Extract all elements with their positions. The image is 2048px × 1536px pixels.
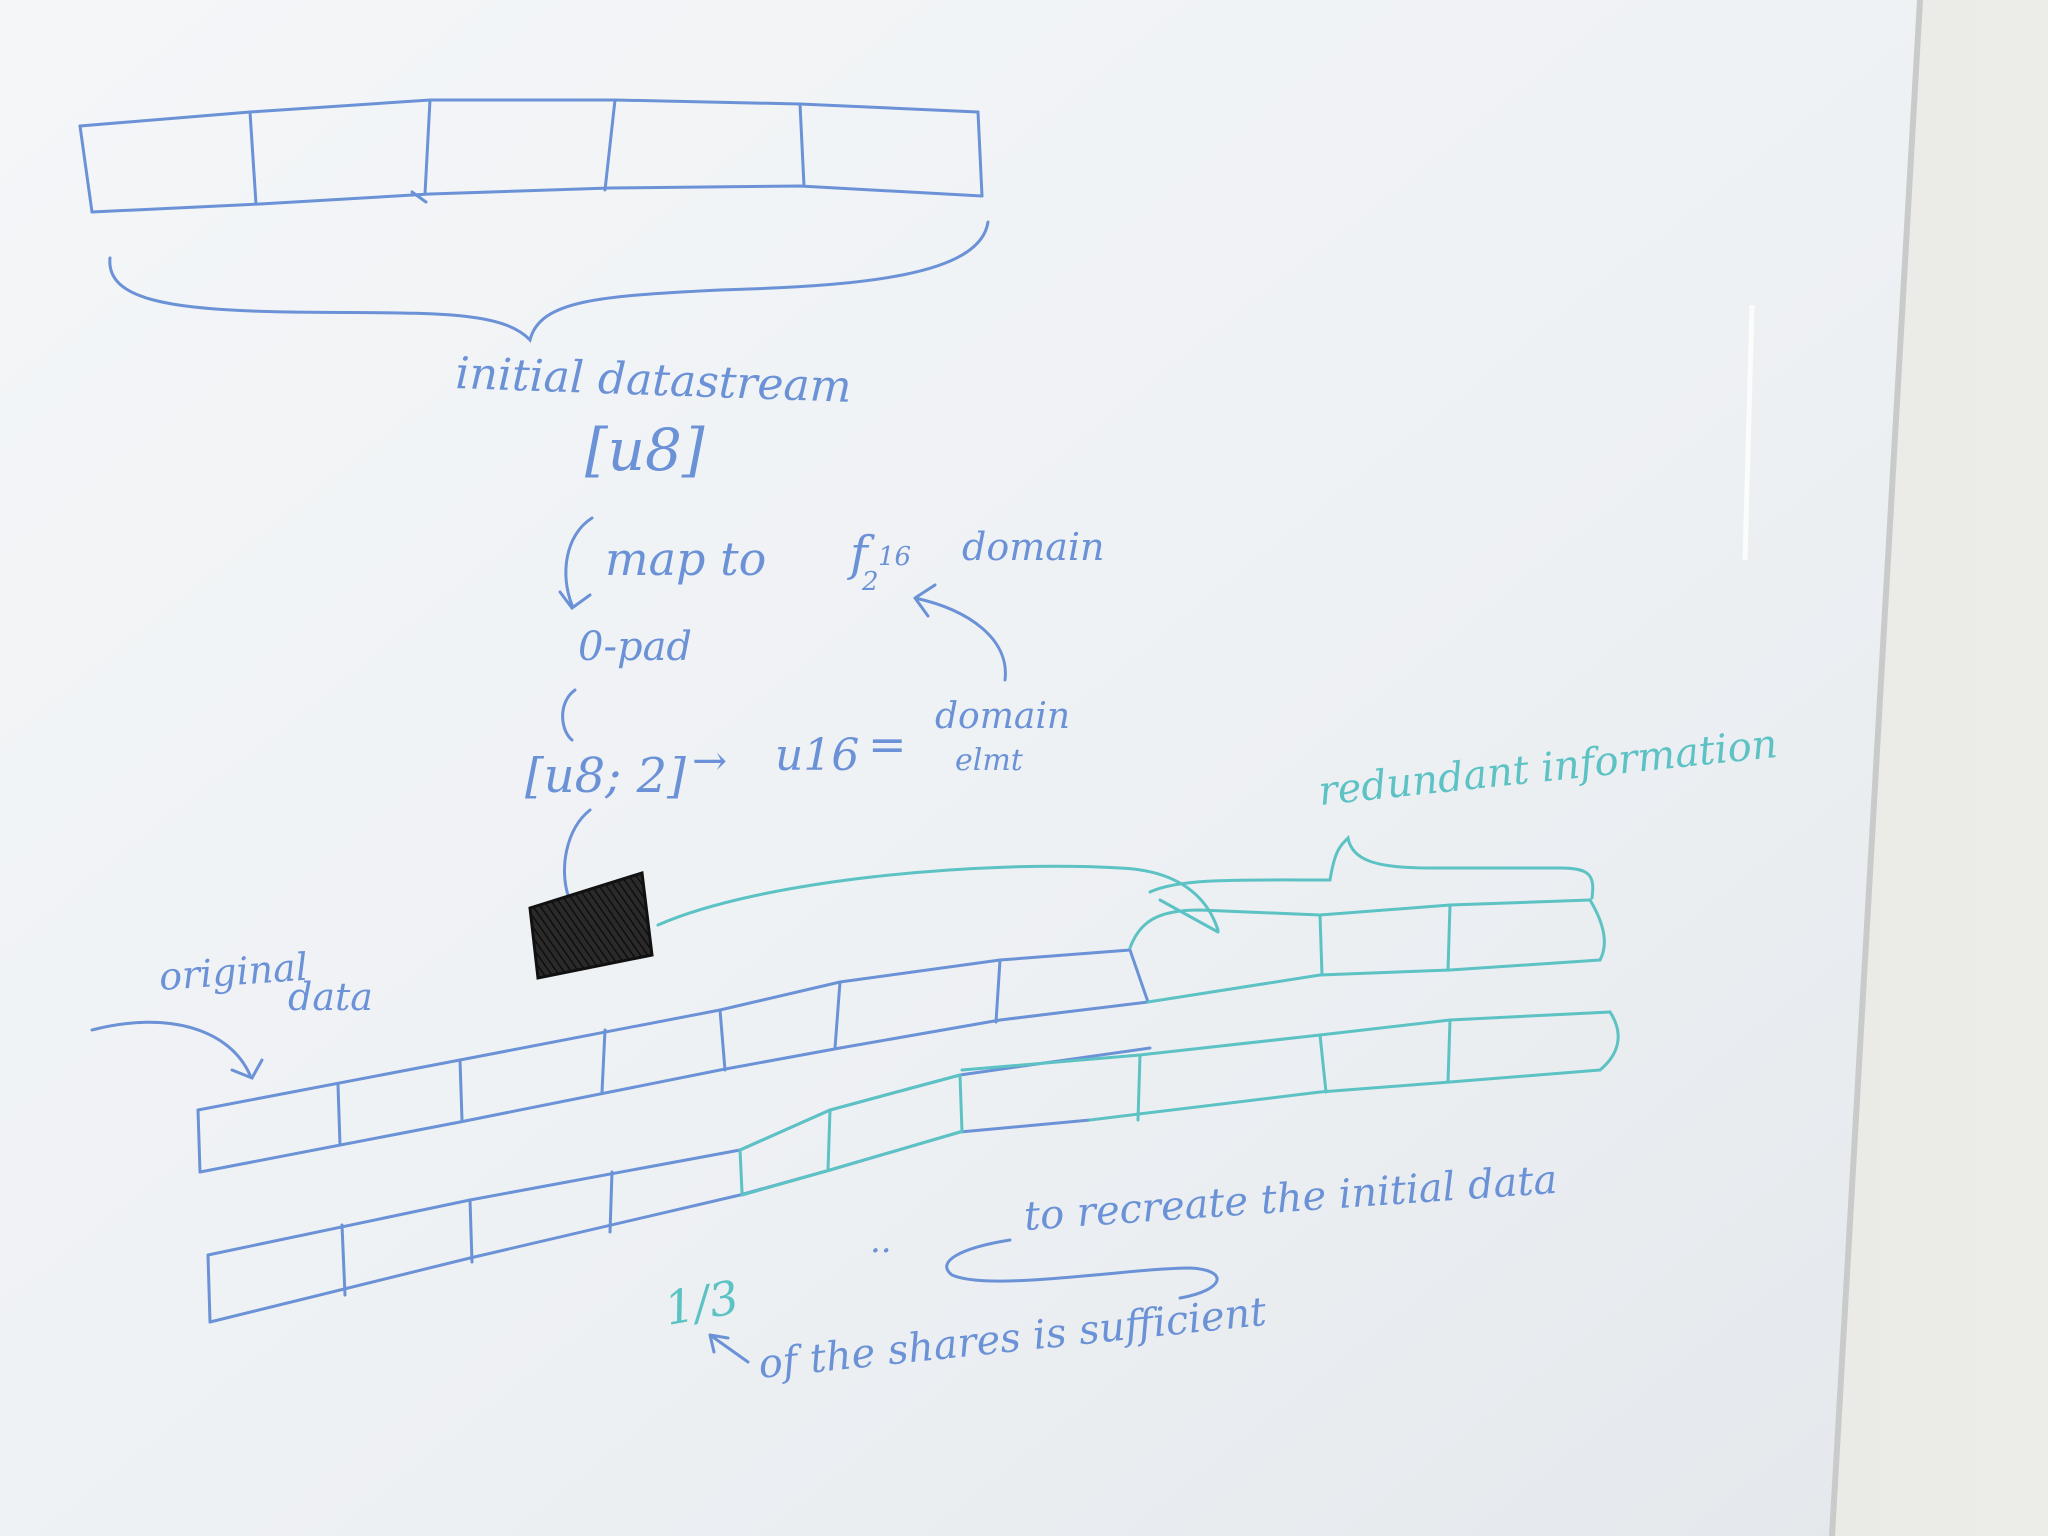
teal-link <box>656 864 1220 934</box>
loop-arrow-icon <box>945 1238 1219 1300</box>
pad-step: 0-pad <box>578 624 692 670</box>
original-label-2: data <box>288 975 373 1019</box>
convert-arrow: → <box>692 736 727 785</box>
fraction: 1/3 <box>661 1270 743 1336</box>
pair-hook <box>562 808 592 897</box>
u16-label: u16 <box>775 730 859 781</box>
initial-stream-boxes <box>78 98 984 214</box>
original-label-1: original <box>158 945 310 999</box>
marker-block <box>528 871 654 980</box>
share-row-1 <box>196 898 1606 1174</box>
pad-arrow-icon <box>561 688 577 742</box>
dots: .. <box>870 1221 892 1261</box>
domain-element-2: elmt <box>955 743 1024 778</box>
field-exponent: 16 <box>878 542 911 572</box>
field-base: 2 <box>861 567 879 597</box>
share-row-2 <box>206 1010 1620 1324</box>
domain-element-1: domain <box>935 696 1070 737</box>
board <box>0 0 1920 1536</box>
field-arrow-icon <box>913 583 1007 682</box>
map-step: map to <box>605 532 766 586</box>
map-arrow-icon <box>558 516 594 611</box>
original-arrow-icon <box>90 1020 264 1080</box>
board-reflection <box>1742 304 1755 561</box>
pair-type: [u8; 2] <box>525 748 686 804</box>
stream-brace <box>108 220 990 344</box>
board-edge <box>1829 0 1923 1536</box>
domain-word: domain <box>962 525 1105 569</box>
equals-sign: = <box>868 717 907 771</box>
redundant-brace <box>1148 834 1595 900</box>
type-label: [u8] <box>585 416 705 484</box>
fraction-arrow-icon <box>708 1333 750 1364</box>
